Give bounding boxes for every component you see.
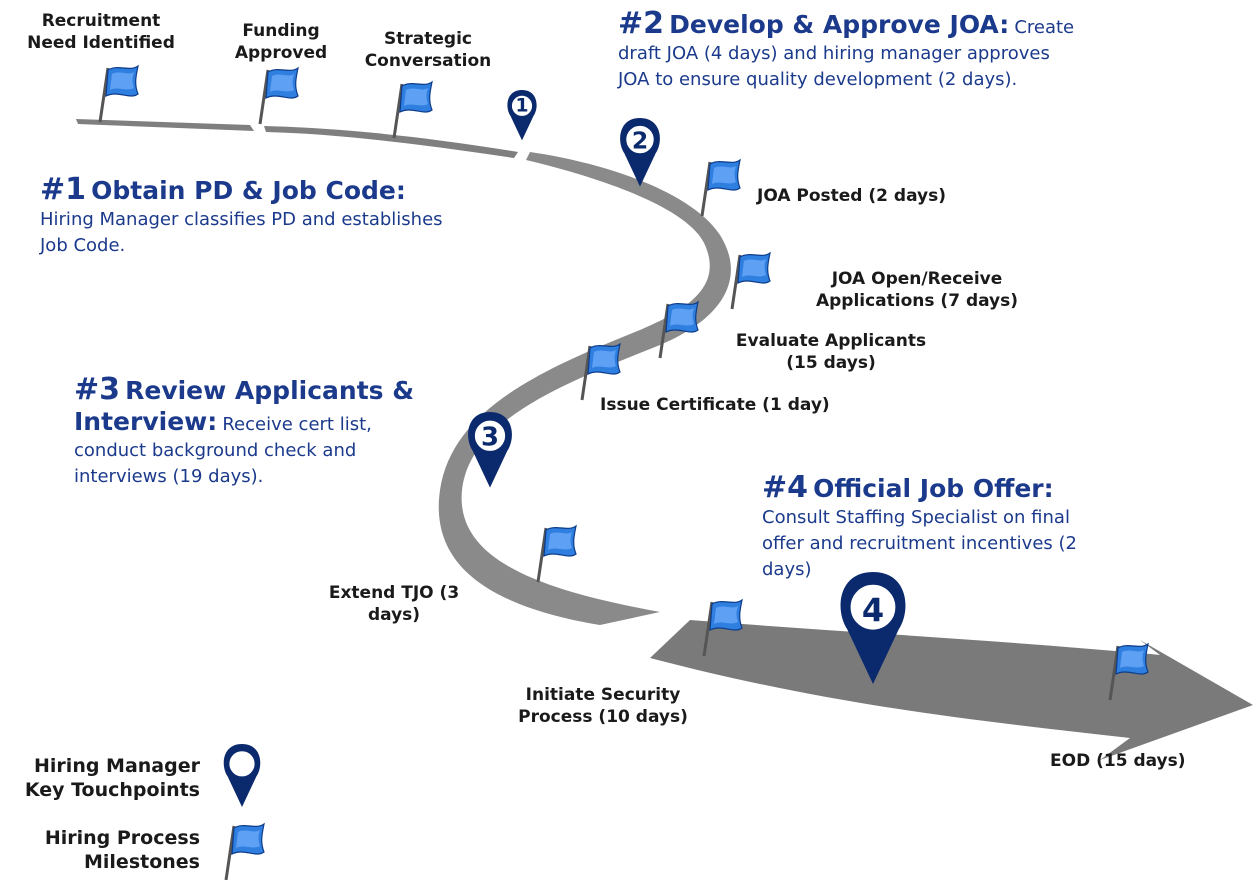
step-4-title: Official Job Offer — [813, 474, 1044, 503]
step-2-title: Develop & Approve JOA — [669, 10, 1000, 39]
flag-icon — [98, 64, 140, 124]
step-3-number: #3 — [74, 372, 121, 407]
svg-text:2: 2 — [632, 126, 648, 154]
step-3-title: Review Applicants & — [125, 376, 415, 405]
svg-text:3: 3 — [481, 422, 499, 452]
step-4-description: Consult Staffing Specialist on final off… — [762, 507, 1077, 580]
step-3-description: conduct background check and interviews … — [74, 440, 357, 487]
milestone-issue-certificate: Issue Certificate (1 day) — [600, 395, 830, 415]
flag-icon — [392, 80, 434, 140]
flag-icon — [730, 251, 772, 311]
step-1-number: #1 — [40, 172, 87, 207]
svg-text:1: 1 — [515, 96, 528, 117]
legend-pin-icon — [222, 743, 262, 808]
milestone-evaluate-applicants: Evaluate Applicants (15 days) — [735, 331, 927, 373]
step-2-description: draft JOA (4 days) and hiring manager ap… — [618, 43, 1050, 90]
map-pin-icon-2: 2 — [619, 117, 661, 188]
milestone-recruitment-need: Recruitment Need Identified — [27, 11, 175, 53]
milestone-funding-approved: Funding Approved — [234, 21, 328, 63]
flag-icon — [258, 66, 300, 126]
step-4-number: #4 — [762, 470, 809, 505]
milestone-eod: EOD (15 days) — [1050, 751, 1186, 771]
step-3-title-cont: Interview — [74, 407, 208, 436]
step-3: #3 Review Applicants & Interview: Receiv… — [74, 372, 494, 490]
milestone-joa-posted: JOA Posted (2 days) — [757, 186, 947, 206]
step-2-description-inline: Create — [1014, 17, 1075, 38]
milestone-joa-open: JOA Open/Receive Applications (7 days) — [815, 269, 1019, 311]
flag-icon — [580, 342, 622, 402]
step-3-description-inline: Receive cert list, — [222, 414, 372, 435]
svg-text:4: 4 — [862, 592, 884, 630]
step-1: #1 Obtain PD & Job Code: Hiring Manager … — [40, 172, 560, 259]
flag-icon — [536, 524, 578, 584]
milestone-strategic-conversation: Strategic Conversation — [364, 29, 492, 71]
legend-flag-icon — [224, 822, 266, 880]
step-4: #4 Official Job Offer: Consult Staffing … — [762, 470, 1162, 583]
map-pin-icon-4: 4 — [838, 570, 908, 686]
step-1-title: Obtain PD & Job Code — [91, 176, 396, 205]
step-2-number: #2 — [618, 6, 665, 41]
step-1-description: Hiring Manager classifies PD and establi… — [40, 209, 443, 256]
milestone-initiate-security: Initiate Security Process (10 days) — [518, 685, 688, 727]
step-2: #2 Develop & Approve JOA: Create draft J… — [618, 6, 1248, 93]
milestone-extend-tjo: Extend TJO (3 days) — [328, 583, 460, 625]
map-pin-icon-1: 1 — [506, 89, 538, 142]
map-pin-icon-3: 3 — [466, 410, 514, 489]
flag-icon — [700, 158, 742, 218]
legend-touchpoints-label: Hiring Manager Key Touchpoints — [24, 755, 200, 801]
roadmap-path — [76, 119, 1253, 760]
flag-icon — [658, 300, 700, 360]
legend-milestones-label: Hiring Process Milestones — [44, 827, 200, 873]
